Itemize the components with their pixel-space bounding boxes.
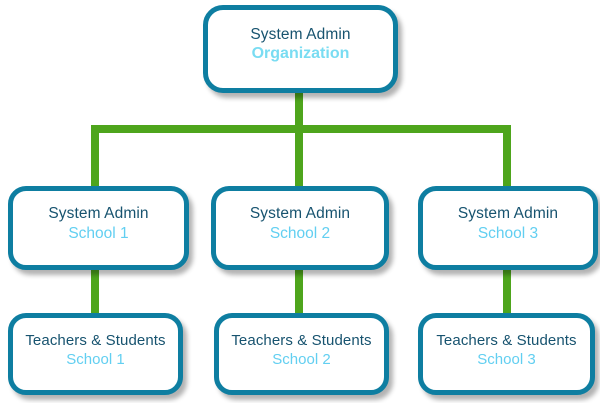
node-subtitle: School 3 — [477, 350, 536, 368]
node-subtitle: School 2 — [272, 350, 331, 368]
node-system-admin-organization[interactable]: System Admin Organization — [203, 5, 398, 93]
connector-bus-to-school-3 — [503, 125, 511, 191]
node-title: System Admin — [48, 205, 149, 223]
node-subtitle: School 3 — [477, 224, 539, 242]
node-system-admin-school-2[interactable]: System Admin School 2 — [211, 186, 389, 270]
node-title: System Admin — [457, 205, 559, 223]
node-system-admin-school-1[interactable]: System Admin School 1 — [8, 186, 189, 270]
node-subtitle: School 1 — [66, 350, 125, 368]
connector-bus-to-school-1 — [91, 125, 99, 191]
node-system-admin-school-3[interactable]: System Admin School 3 — [418, 186, 598, 270]
node-subtitle: Organization — [251, 45, 350, 63]
connector-admin1-to-teachers1 — [91, 266, 99, 318]
node-title: Teachers & Students — [25, 331, 166, 349]
node-title: Teachers & Students — [436, 331, 577, 349]
node-title: System Admin — [250, 25, 351, 43]
node-subtitle: School 2 — [269, 224, 331, 242]
node-teachers-students-school-1[interactable]: Teachers & Students School 1 — [8, 313, 183, 395]
connector-admin3-to-teachers3 — [503, 266, 511, 318]
node-subtitle: School 1 — [68, 224, 129, 242]
connector-bus-to-school-2 — [295, 125, 303, 191]
connector-root-to-bus — [295, 88, 303, 133]
connector-admin2-to-teachers2 — [295, 266, 303, 318]
node-teachers-students-school-3[interactable]: Teachers & Students School 3 — [418, 313, 595, 395]
node-title: System Admin — [249, 205, 351, 223]
node-title: Teachers & Students — [231, 331, 372, 349]
node-teachers-students-school-2[interactable]: Teachers & Students School 2 — [214, 313, 389, 395]
